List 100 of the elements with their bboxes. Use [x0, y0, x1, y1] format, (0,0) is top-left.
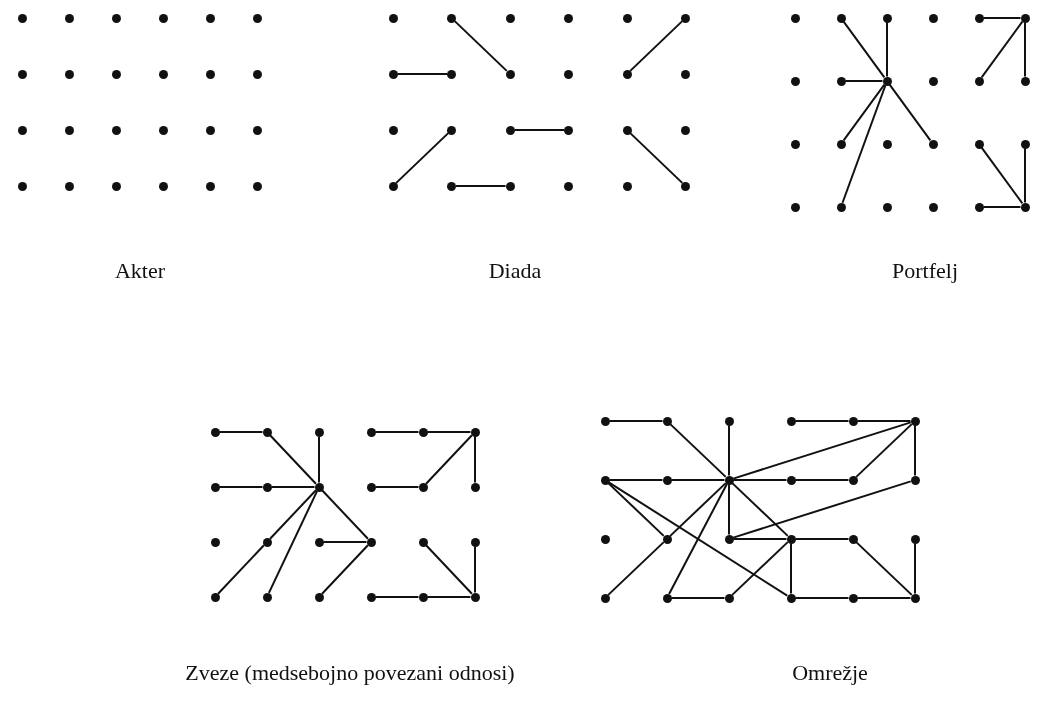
connecting-line [794, 538, 850, 540]
connecting-line [629, 132, 684, 184]
dot [974, 76, 984, 86]
dot [262, 427, 272, 437]
dot [724, 475, 734, 485]
dot [910, 475, 920, 485]
connecting-line [794, 479, 850, 481]
connecting-line [980, 146, 1024, 205]
dot [64, 125, 74, 135]
dot [314, 537, 324, 547]
dot [786, 534, 796, 544]
connecting-line [982, 206, 1022, 208]
dot [210, 592, 220, 602]
dot [786, 475, 796, 485]
panel-caption: Diada [488, 258, 542, 284]
dot [724, 534, 734, 544]
connecting-line [1024, 147, 1026, 204]
dot [622, 13, 632, 23]
connecting-line [670, 597, 726, 599]
connecting-line [732, 538, 788, 540]
dot [681, 181, 690, 191]
dot [111, 13, 121, 23]
dot [158, 69, 168, 79]
dot [724, 593, 734, 603]
dot [1020, 202, 1030, 212]
dot [158, 13, 168, 23]
connecting-line [608, 420, 664, 422]
dot [928, 139, 938, 149]
dot [564, 125, 573, 135]
dot [622, 69, 632, 79]
connecting-line [455, 185, 507, 187]
dot [470, 537, 480, 547]
dot [564, 69, 573, 79]
dot [910, 593, 920, 603]
dot [790, 202, 800, 212]
connecting-line [474, 545, 476, 594]
dot [836, 13, 846, 23]
dot [681, 69, 690, 79]
connecting-line [607, 541, 665, 596]
dot [314, 592, 324, 602]
connecting-line [732, 479, 788, 481]
dot [836, 139, 846, 149]
dot [366, 537, 376, 547]
dot [447, 125, 456, 135]
dot [848, 475, 858, 485]
dot [836, 202, 846, 212]
connecting-line [474, 435, 476, 484]
dot [314, 427, 324, 437]
dot [252, 125, 262, 135]
dot [848, 416, 858, 426]
dot [1020, 13, 1030, 23]
dot [158, 181, 168, 191]
dot [836, 76, 846, 86]
dot [974, 139, 984, 149]
connecting-line [856, 420, 912, 422]
dot [64, 13, 74, 23]
connecting-line [669, 482, 727, 537]
connecting-line [980, 20, 1024, 79]
dot [418, 427, 428, 437]
dot [17, 13, 27, 23]
connecting-line [731, 482, 789, 537]
dot [388, 181, 398, 191]
connecting-line [395, 132, 450, 184]
dot [505, 69, 515, 79]
dot [64, 181, 74, 191]
dot [388, 125, 398, 135]
panel-caption: Akter [114, 258, 166, 284]
connecting-line [842, 20, 886, 79]
dot [681, 13, 690, 23]
connecting-line [374, 596, 420, 598]
connecting-line [218, 486, 264, 488]
connecting-line [425, 434, 473, 485]
connecting-line [886, 21, 888, 78]
connecting-line [844, 80, 884, 82]
connecting-line [321, 489, 369, 540]
connecting-line [790, 542, 792, 595]
dot [974, 202, 984, 212]
dot [470, 482, 480, 492]
dot [158, 125, 168, 135]
dot [210, 427, 220, 437]
connecting-line [842, 83, 886, 142]
connecting-line [888, 83, 932, 142]
dot [882, 202, 892, 212]
dot [111, 125, 121, 135]
dot [790, 139, 800, 149]
dot [252, 13, 262, 23]
dot [505, 125, 515, 135]
panel-caption: Omrežje [792, 660, 868, 686]
dot [622, 125, 632, 135]
connecting-line [218, 431, 264, 433]
dot [974, 13, 984, 23]
connecting-line [794, 420, 850, 422]
dot [17, 181, 27, 191]
dot [252, 181, 262, 191]
dot [662, 593, 672, 603]
dot [928, 76, 938, 86]
connecting-line [269, 434, 317, 485]
dot [622, 181, 632, 191]
connecting-line [669, 423, 727, 478]
dot [111, 181, 121, 191]
